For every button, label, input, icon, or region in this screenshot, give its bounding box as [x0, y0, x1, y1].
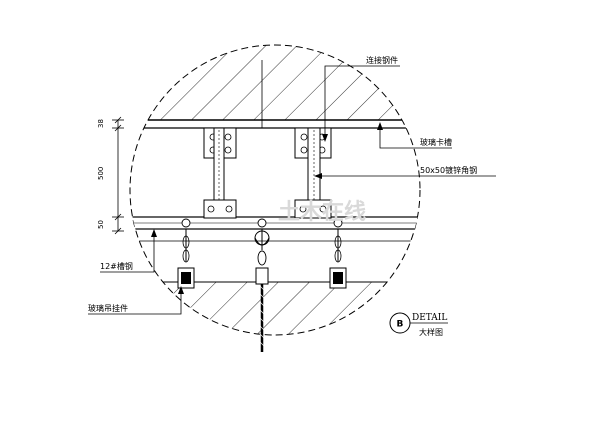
- beam-bolts: [181, 218, 343, 228]
- glass-hanger-left: [177, 229, 195, 289]
- dim-top: 38: [97, 119, 105, 128]
- glass-hanger-right: [329, 229, 347, 289]
- label-angle-steel: 50x50镀锌角钢: [420, 165, 477, 175]
- watermark: 土木在线: [278, 199, 366, 225]
- label-glass-clamp: 玻璃卡槽: [420, 137, 452, 147]
- dim-bottom: 50: [97, 220, 105, 229]
- label-channel-steel: 12#槽钢: [100, 261, 133, 271]
- dim-middle: 500: [97, 167, 105, 180]
- label-glass-hanger: 玻璃吊挂件: [88, 303, 128, 313]
- leader-glass-hanger: [88, 288, 182, 315]
- lower-hatch-region: [130, 282, 420, 335]
- leader-channel-steel: [100, 231, 155, 273]
- left-angle-steel: [203, 127, 237, 219]
- glass-hanger-middle: [254, 229, 270, 352]
- leader-glass-clamp: [379, 124, 452, 149]
- upper-slab-hatch: [130, 45, 420, 120]
- dimension-line: [112, 116, 124, 235]
- right-angle-steel: [294, 127, 332, 219]
- detail-word: DETAIL: [412, 313, 447, 323]
- detail-caption: 大样图: [419, 327, 443, 337]
- label-connecting-steel: 连接钢件: [366, 55, 398, 65]
- leader-connecting-steel: [324, 65, 400, 140]
- detail-marker-letter: B: [397, 320, 404, 330]
